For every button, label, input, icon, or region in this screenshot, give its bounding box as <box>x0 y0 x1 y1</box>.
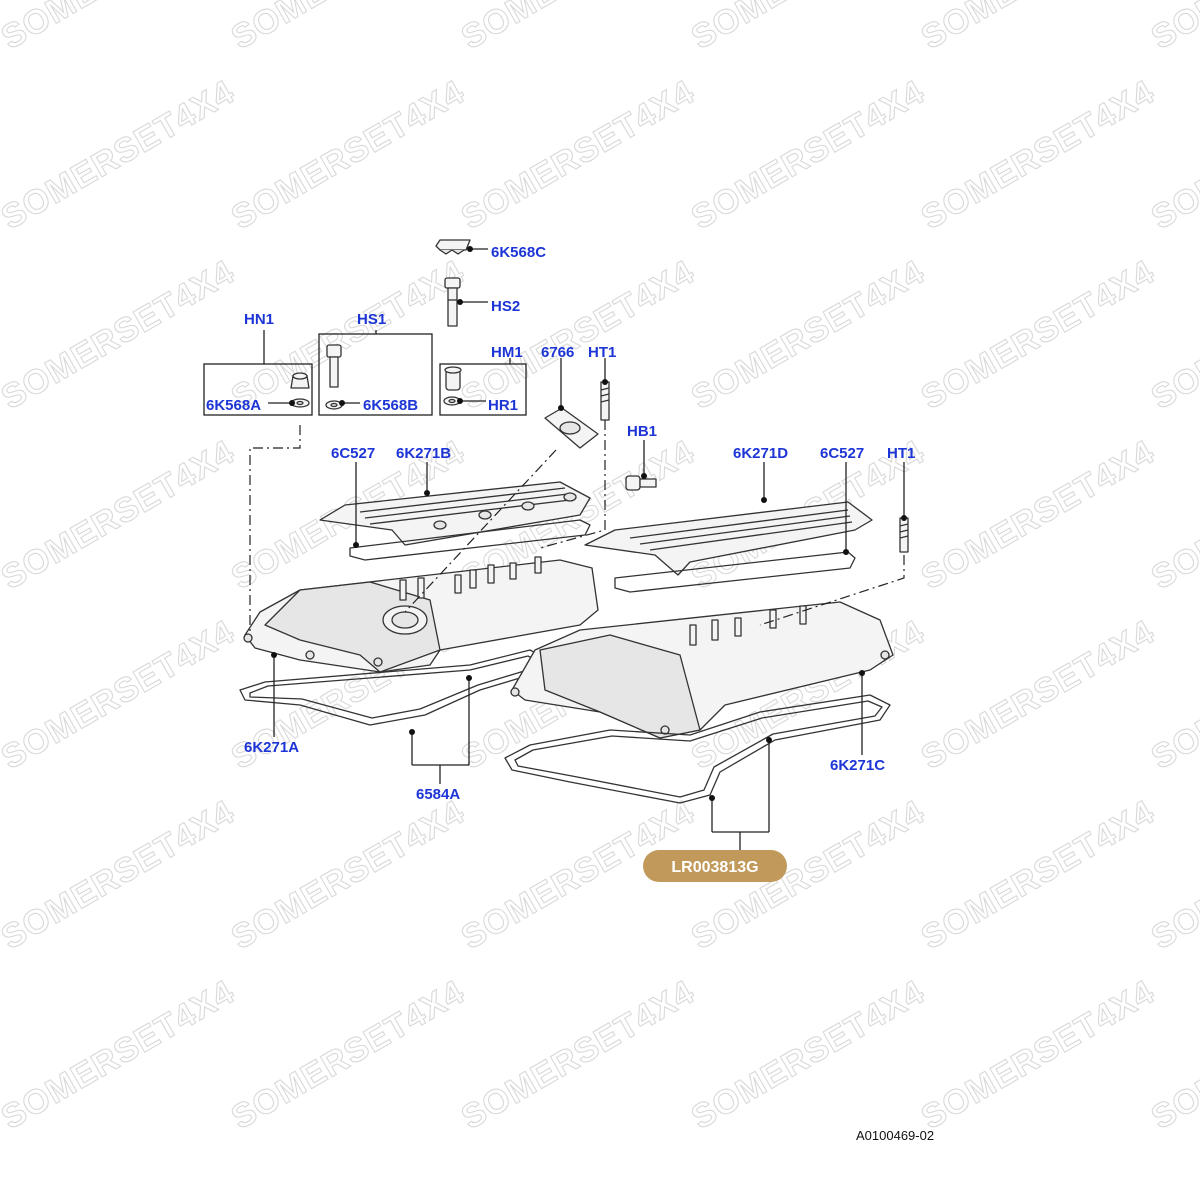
callout-HS1[interactable]: HS1 <box>357 311 386 328</box>
watermark-text: SOMERSET4X4 <box>455 253 701 417</box>
part-6K568C <box>435 239 471 255</box>
watermark-text: SOMERSET4X4 <box>685 973 931 1137</box>
watermark-layer: SOMERSET4X4SOMERSET4X4SOMERSET4X4SOMERSE… <box>0 0 1200 1137</box>
watermark-text: SOMERSET4X4 <box>915 253 1161 417</box>
leader-lines <box>203 246 907 850</box>
callout-HM1[interactable]: HM1 <box>491 344 523 361</box>
callout-6766[interactable]: 6766 <box>541 344 574 361</box>
callout-6K271B[interactable]: 6K271B <box>396 445 451 462</box>
callout-6K271D[interactable]: 6K271D <box>733 445 788 462</box>
callout-6C527-right[interactable]: 6C527 <box>820 445 864 462</box>
callout-HT1-top[interactable]: HT1 <box>588 344 616 361</box>
callout-HT1-right[interactable]: HT1 <box>887 445 915 462</box>
part-number-badge[interactable]: LR003813G <box>643 850 787 882</box>
part-HS1-bolt <box>325 344 343 410</box>
watermark-text: SOMERSET4X4 <box>915 613 1161 777</box>
part-6766-cap <box>544 407 599 449</box>
callout-6584A[interactable]: 6584A <box>416 786 460 803</box>
callout-6K568B[interactable]: 6K568B <box>363 397 418 414</box>
part-6K271B-cover <box>319 481 591 546</box>
watermark-text: SOMERSET4X4 <box>685 0 931 57</box>
watermark-text: SOMERSET4X4 <box>915 433 1161 597</box>
watermark-text: SOMERSET4X4 <box>0 0 241 57</box>
callout-6K271C[interactable]: 6K271C <box>830 757 885 774</box>
watermark-text: SOMERSET4X4 <box>455 973 701 1137</box>
watermark-text: SOMERSET4X4 <box>0 613 241 777</box>
callout-labels: 6K568C HS2 HN1 HS1 HM1 6766 HT1 6K568A 6… <box>206 244 915 803</box>
watermark-text: SOMERSET4X4 <box>915 793 1161 957</box>
callout-6C527-left[interactable]: 6C527 <box>331 445 375 462</box>
watermark-text: SOMERSET4X4 <box>225 973 471 1137</box>
watermark-text: SOMERSET4X4 <box>0 253 241 417</box>
watermark-text: SOMERSET4X4 <box>685 73 931 237</box>
part-HM1-grommet <box>443 366 462 406</box>
part-number-label[interactable]: LR003813G <box>671 859 758 876</box>
callout-HR1[interactable]: HR1 <box>488 397 518 414</box>
part-HT1-stud-right <box>899 517 909 553</box>
callout-6K568A[interactable]: 6K568A <box>206 397 261 414</box>
watermark-text: SOMERSET4X4 <box>915 0 1161 57</box>
watermark-text: SOMERSET4X4 <box>225 793 471 957</box>
watermark-text: SOMERSET4X4 <box>915 973 1161 1137</box>
part-LR003813G-gasket-right <box>504 694 891 804</box>
part-6584A-gasket-left <box>239 649 546 726</box>
watermark-text: SOMERSET4X4 <box>0 73 241 237</box>
part-HB1-bolt <box>625 475 657 491</box>
watermark-text: SOMERSET4X4 <box>0 793 241 957</box>
watermark-text: SOMERSET4X4 <box>1145 0 1200 57</box>
callout-6K271A[interactable]: 6K271A <box>244 739 299 756</box>
watermark-text: SOMERSET4X4 <box>225 73 471 237</box>
watermark-text: SOMERSET4X4 <box>0 433 241 597</box>
part-6C527-gasket-left <box>349 519 591 561</box>
callout-HB1[interactable]: HB1 <box>627 423 657 440</box>
watermark-text: SOMERSET4X4 <box>915 73 1161 237</box>
part-6K271A-rocker-cover <box>243 556 599 673</box>
watermark-text: SOMERSET4X4 <box>455 73 701 237</box>
callout-HS2[interactable]: HS2 <box>491 298 520 315</box>
part-6K271D-cover <box>584 501 873 576</box>
watermark-text: SOMERSET4X4 <box>225 0 471 57</box>
part-HS2-bolt <box>444 277 461 327</box>
watermark-text: SOMERSET4X4 <box>455 0 701 57</box>
part-HT1-stud-top <box>600 381 610 421</box>
part-HN1-nut <box>290 372 310 408</box>
watermark-text: SOMERSET4X4 <box>0 973 241 1137</box>
assembly-lines <box>249 420 905 632</box>
figure-reference: A0100469-02 <box>856 1128 934 1143</box>
callout-6K568C[interactable]: 6K568C <box>491 244 546 261</box>
watermark-text: SOMERSET4X4 <box>225 253 471 417</box>
watermark-text: SOMERSET4X4 <box>685 253 931 417</box>
callout-HN1[interactable]: HN1 <box>244 311 274 328</box>
